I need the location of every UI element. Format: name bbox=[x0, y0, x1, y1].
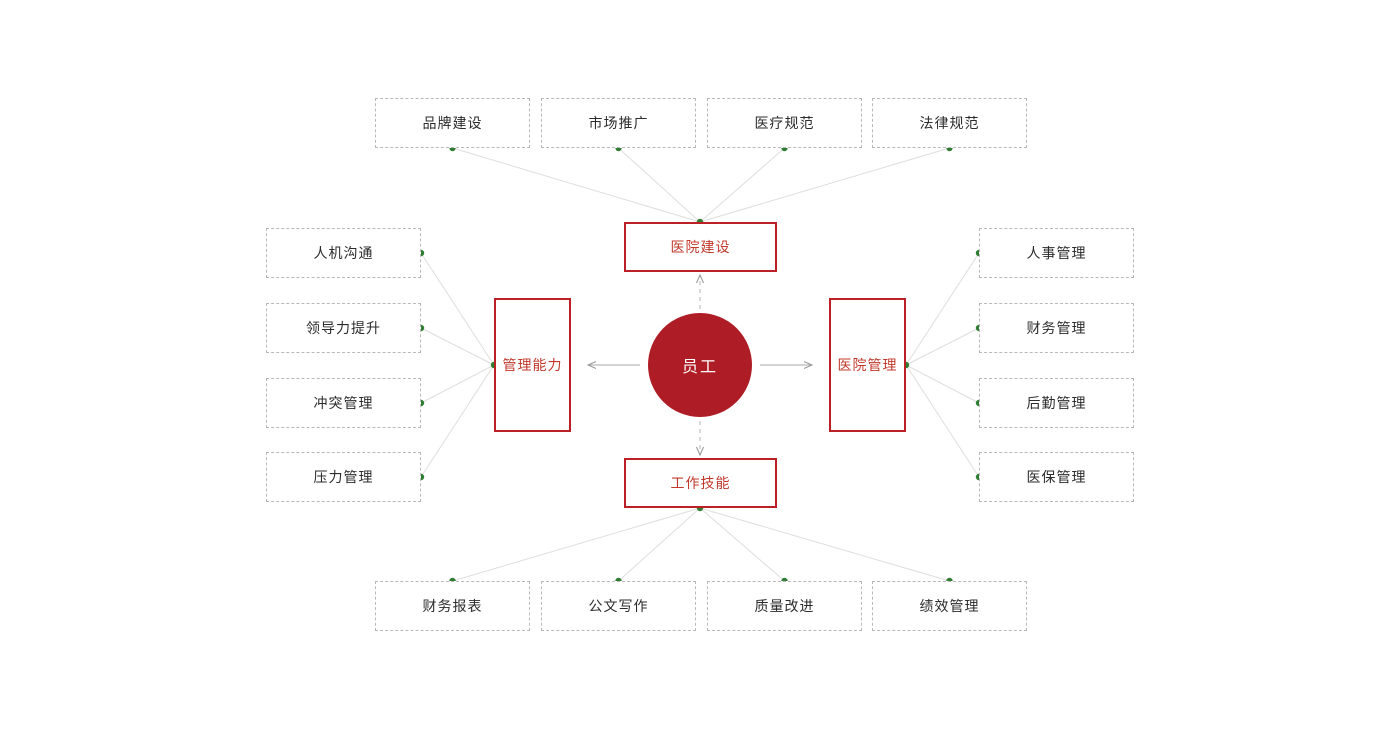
leaf-node-human-machine-communication[interactable]: 人机沟通 bbox=[266, 228, 421, 278]
leaf-node-label: 医疗规范 bbox=[754, 116, 815, 132]
leaf-node-label: 绩效管理 bbox=[919, 599, 980, 615]
branch-node-management-ability[interactable]: 管理能力 bbox=[494, 298, 571, 432]
leaf-node-stress-management[interactable]: 压力管理 bbox=[266, 452, 421, 502]
leaf-node-medical-standards[interactable]: 医疗规范 bbox=[707, 98, 862, 148]
leaf-node-label: 质量改进 bbox=[754, 599, 815, 615]
leaf-node-brand-building[interactable]: 品牌建设 bbox=[375, 98, 530, 148]
leaf-node-label: 品牌建设 bbox=[422, 116, 483, 132]
leaf-node-legal-standards[interactable]: 法律规范 bbox=[872, 98, 1027, 148]
leaf-node-leadership-improvement[interactable]: 领导力提升 bbox=[266, 303, 421, 353]
leaf-node-label: 人事管理 bbox=[1026, 246, 1087, 262]
leaf-node-label: 医保管理 bbox=[1026, 470, 1087, 486]
leaf-node-personnel-management[interactable]: 人事管理 bbox=[979, 228, 1134, 278]
leaf-node-logistics-management[interactable]: 后勤管理 bbox=[979, 378, 1134, 428]
leaf-node-market-promotion[interactable]: 市场推广 bbox=[541, 98, 696, 148]
branch-node-hospital-construction[interactable]: 医院建设 bbox=[624, 222, 777, 272]
leaf-node-label: 市场推广 bbox=[588, 116, 649, 132]
branch-node-label: 医院建设 bbox=[670, 240, 731, 256]
branch-node-work-skills[interactable]: 工作技能 bbox=[624, 458, 777, 508]
leaf-node-label: 冲突管理 bbox=[313, 396, 374, 412]
leaf-node-label: 后勤管理 bbox=[1026, 396, 1087, 412]
branch-node-hospital-management[interactable]: 医院管理 bbox=[829, 298, 906, 432]
leaf-node-label: 公文写作 bbox=[588, 599, 649, 615]
leaf-node-financial-statements[interactable]: 财务报表 bbox=[375, 581, 530, 631]
leaf-node-insurance-management[interactable]: 医保管理 bbox=[979, 452, 1134, 502]
leaf-node-label: 压力管理 bbox=[313, 470, 374, 486]
leaf-node-conflict-management[interactable]: 冲突管理 bbox=[266, 378, 421, 428]
leaf-node-label: 人机沟通 bbox=[313, 246, 374, 262]
leaf-node-label: 法律规范 bbox=[919, 116, 980, 132]
leaf-node-finance-management[interactable]: 财务管理 bbox=[979, 303, 1134, 353]
branch-node-label: 管理能力 bbox=[502, 358, 563, 374]
leaf-node-label: 领导力提升 bbox=[306, 321, 381, 337]
leaf-node-performance-management[interactable]: 绩效管理 bbox=[872, 581, 1027, 631]
branch-node-label: 工作技能 bbox=[670, 476, 731, 492]
leaf-node-label: 财务管理 bbox=[1026, 321, 1087, 337]
core-node-employee[interactable]: 员工 bbox=[648, 313, 752, 417]
leaf-node-official-writing[interactable]: 公文写作 bbox=[541, 581, 696, 631]
core-node-label: 员工 bbox=[681, 357, 718, 376]
leaf-node-label: 财务报表 bbox=[422, 599, 483, 615]
leaf-node-quality-improvement[interactable]: 质量改进 bbox=[707, 581, 862, 631]
branch-node-label: 医院管理 bbox=[837, 358, 898, 374]
